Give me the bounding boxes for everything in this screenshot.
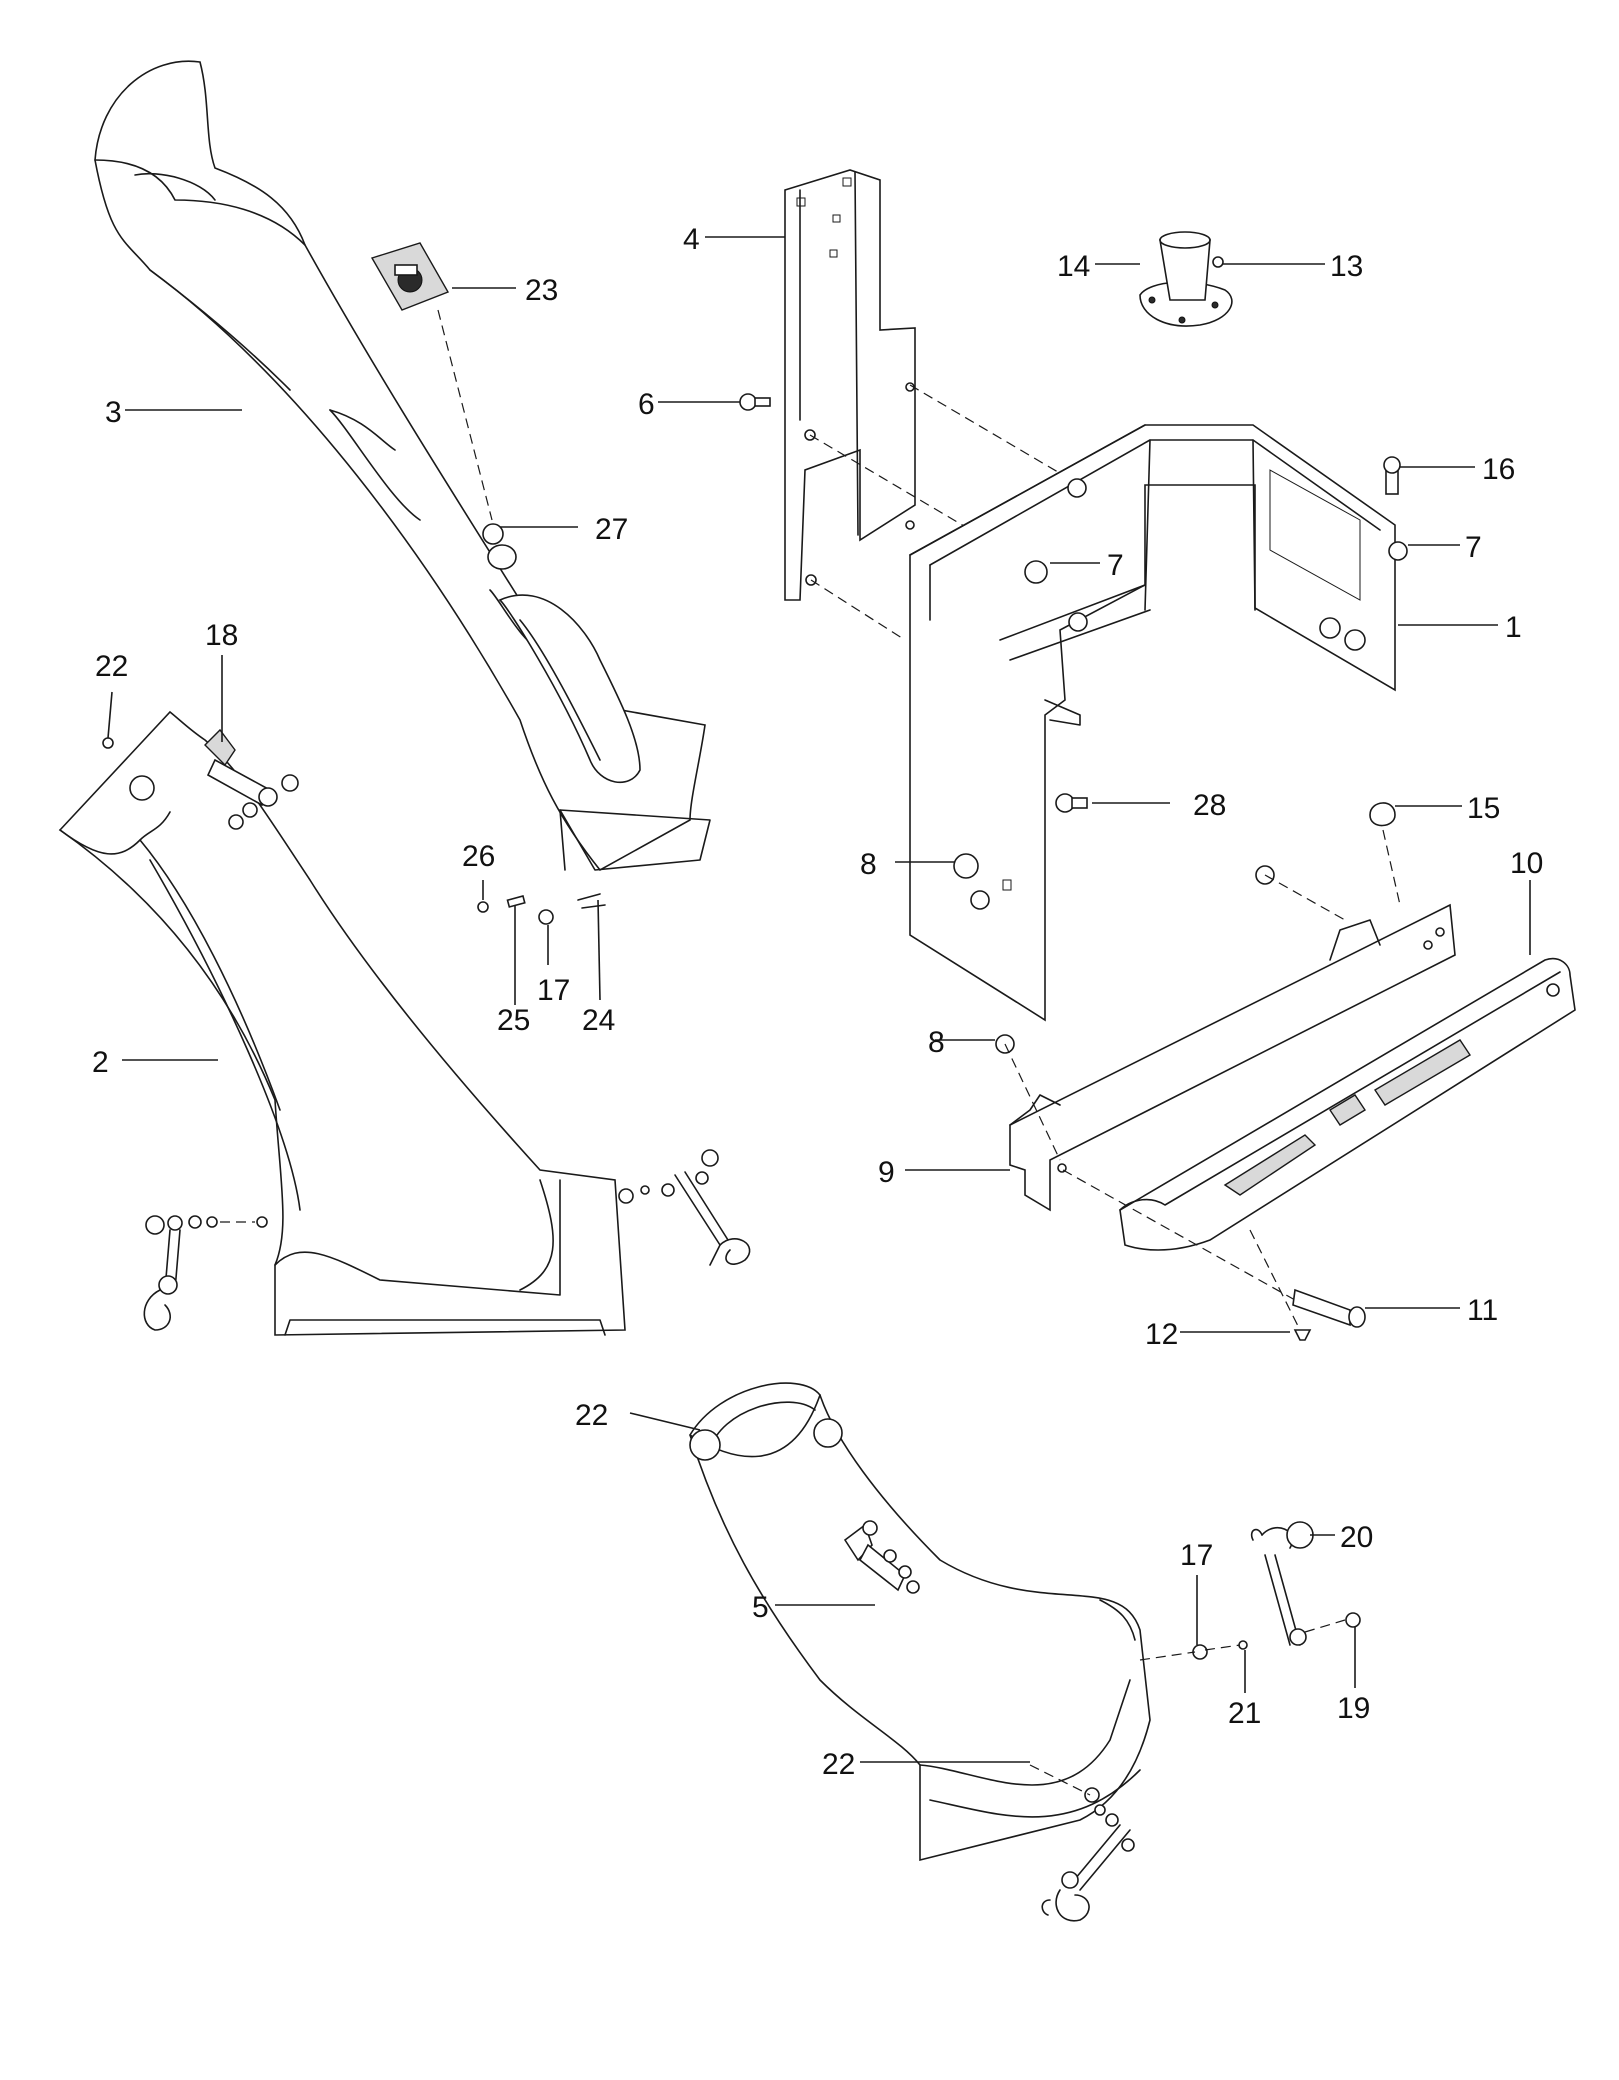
callout-6: 6 <box>638 388 655 421</box>
callout-19: 19 <box>1337 1692 1370 1725</box>
callout-8a: 8 <box>860 848 877 881</box>
callout-7a: 7 <box>1107 549 1124 582</box>
callout-26: 26 <box>462 840 495 873</box>
callout-11: 11 <box>1467 1294 1498 1327</box>
bracket-bar-part <box>1009 903 1456 1212</box>
callout-18: 18 <box>205 619 238 652</box>
callout-17b: 17 <box>1180 1539 1213 1572</box>
callout-23: 23 <box>525 274 558 307</box>
chute-base-part <box>689 1382 1151 1862</box>
callout-20: 20 <box>1340 1521 1373 1554</box>
callout-10: 10 <box>1510 847 1543 880</box>
callout-4: 4 <box>683 223 700 256</box>
bolt-part <box>739 393 771 411</box>
bottom-latch-hardware <box>1041 1787 1135 1922</box>
callout-12: 12 <box>1145 1318 1178 1351</box>
callout-8b: 8 <box>928 1026 945 1059</box>
right-latch-hardware <box>618 1149 751 1266</box>
handle-part <box>1119 957 1576 1251</box>
right-latch-set <box>1192 1521 1361 1660</box>
callout-28: 28 <box>1193 789 1226 822</box>
callout-22b: 22 <box>575 1399 608 1432</box>
callout-1: 1 <box>1505 611 1522 644</box>
grommet-part <box>482 523 504 545</box>
boot-part <box>1139 231 1233 327</box>
callout-25: 25 <box>497 1004 530 1037</box>
lower-chute-part <box>58 710 626 1336</box>
left-latch-hardware <box>143 1215 268 1331</box>
callout-16: 16 <box>1482 453 1515 486</box>
callout-17a: 17 <box>537 974 570 1007</box>
mounting-plate-part <box>784 169 916 601</box>
callout-9: 9 <box>878 1156 895 1189</box>
callout-2: 2 <box>92 1046 109 1079</box>
callout-7b: 7 <box>1465 531 1482 564</box>
deflector-control-part <box>370 242 450 311</box>
callout-3: 3 <box>105 396 122 429</box>
callout-15: 15 <box>1467 792 1500 825</box>
callout-13: 13 <box>1330 250 1363 283</box>
callout-24: 24 <box>582 1004 615 1037</box>
chute-base-bracket-part <box>843 1520 920 1594</box>
chute-bracket-part <box>204 728 299 830</box>
callout-22a: 22 <box>95 650 128 683</box>
callout-27: 27 <box>595 513 628 546</box>
callout-22c: 22 <box>822 1748 855 1781</box>
callout-21: 21 <box>1228 1697 1261 1730</box>
upper-chute-part <box>94 60 711 872</box>
housing-bracket-part <box>909 424 1396 1022</box>
callout-5: 5 <box>752 1591 769 1624</box>
callout-14: 14 <box>1057 250 1090 283</box>
